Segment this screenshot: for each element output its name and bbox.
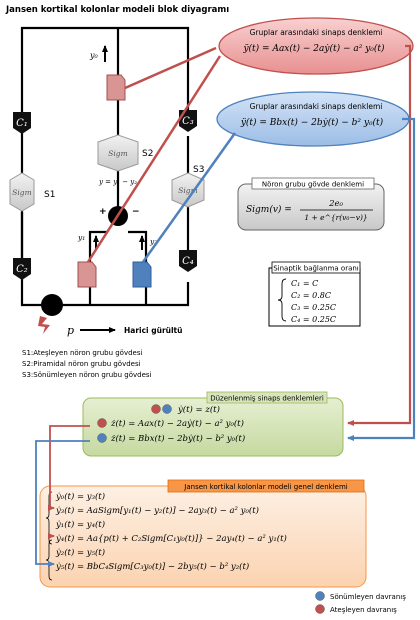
connector-blue-ellipse-to-green [347,117,416,441]
sigm-numerator: 2e₀ [328,199,343,209]
c4-label: C₄ [182,256,194,267]
lightning-icon [38,316,50,334]
external-noise-label: Harici gürültü [124,326,182,335]
red-synapse-ellipse: Gruplar arasındaki sinaps denklemi ÿ(t) … [218,17,414,75]
legend-s1: S1:Ateşleyen nöron grubu gövdesi [22,349,142,357]
y2-label: y₂ [149,237,157,246]
p-label: p [67,324,74,337]
link-red-top [124,46,217,90]
orange-eq6: ẏ₅(t) = BbC₄Sigm[C₃y₀(t)] − 2by₅(t) − b²… [55,561,249,572]
sigm-s3-label: Sigm [178,186,197,195]
synaptic-box-title: Sinaptik bağlanma oranı [273,265,359,273]
c1-label: C₁ [16,118,28,129]
connector-green-to-orange-blue [35,440,90,567]
red-ellipse-equation: ÿ(t) = Aax(t) − 2aẏ(t) − a² y₀(t) [242,43,385,54]
blue-dot [97,433,107,443]
synaptic-rate-box: Sinaptik bağlanma oranı C₁ = C C₂ = 0.8C… [268,261,361,327]
green-box-title: Düzenlenmiş sinaps denklemleri [210,395,324,403]
sigm-s2: Sigm [97,134,139,172]
c3-badge: C₃ [179,110,197,132]
c2-label: C₂ [16,264,28,275]
c3-label: C₃ [182,116,194,127]
input-node [41,294,63,316]
c2-badge: C₂ [13,258,31,280]
sigm-s1-label: Sigm [12,188,31,197]
y-sum-label: y = y₁ − y₂ [98,178,137,186]
orange-eq5: ẏ₂(t) = y₅(t) [55,547,105,558]
s3-label: S3 [193,165,204,175]
green-eq3: ż(t) = Bbx(t) − 2bẏ(t) − b² y₀(t) [110,433,245,444]
legend-red-dot [315,604,325,614]
orange-eq1: ẏ₀(t) = y₃(t) [55,491,105,502]
orange-general-box: Jansen kortikal kolonlar modeli genel de… [39,479,367,588]
y1-label: y₁ [77,233,85,242]
c1-rate: C₁ = C [291,279,318,288]
sigm-lhs: Sigm(v) = [246,204,292,215]
circuit-wires [20,26,190,307]
synapse-right-blue [132,261,152,288]
c3-rate: C₃ = 0.25C [291,303,336,312]
sigm-s1: Sigm [9,172,35,212]
red-dot [151,404,161,414]
blue-ellipse-equation: ÿ(t) = Bbx(t) − 2bẏ(t) − b² y₀(t) [240,117,384,128]
synapse-top-red [106,74,126,101]
orange-eq2: ẏ₃(t) = AaSigm[y₁(t) − y₂(t)] − 2ay₃(t) … [55,505,259,516]
neuron-equation-box: Nöron grubu gövde denklemi Sigm(v) = 2e₀… [237,177,385,231]
connector-red-ellipse-to-green [347,44,412,426]
neuron-box-title: Nöron grubu gövde denklemi [262,181,364,189]
c2-rate: C₂ = 0.8C [291,291,331,300]
minus-sign: − [132,207,140,217]
green-eq2: ż(t) = Aax(t) − 2aẏ(t) − a² y₀(t) [110,418,244,429]
link-blue-right [141,132,237,263]
red-ellipse-title: Gruplar arasındaki sinaps denklemi [250,28,383,37]
blue-synapse-ellipse: Gruplar arasındaki sinaps denklemi ÿ(t) … [216,91,410,147]
sigm-s3: Sigm [171,172,205,208]
legend-s3: S3:Sönümleyen nöron grubu gövdesi [22,371,152,379]
c1-badge: C₁ [13,112,31,134]
connector-green-to-orange-red1 [48,425,90,511]
c4-badge: C₄ [179,250,197,272]
sigm-s2-label: Sigm [108,149,127,158]
orange-eq4: ẏ₄(t) = Aa{p(t) + C₂Sigm[C₁y₀(t)]} − 2ay… [55,533,287,544]
synapse-left-red [77,261,97,288]
orange-box-title: Jansen kortikal kolonlar modeli genel de… [183,483,347,491]
s2-label: S2 [142,149,153,159]
legend-blue-label: Sönümleyen davranış [330,593,406,601]
s1-label: S1 [44,190,55,200]
y0-label: y₀ [89,51,99,60]
blue-dot [162,404,172,414]
legend-blue-dot [315,591,325,601]
green-eq1: ẏ(t) = z(t) [177,404,220,415]
legend-red-label: Ateşleyen davranış [330,606,397,614]
blue-ellipse-title: Gruplar arasındaki sinaps denklemi [250,102,383,111]
legend-s2: S2:Piramidal nöron grubu gövdesi [22,360,141,368]
red-dot [97,418,107,428]
link-red-left [86,55,222,263]
diagram-title: Jansen kortikal kolonlar modeli blok diy… [5,5,229,15]
plus-sign: + [99,207,107,217]
sigm-denominator: 1 + e^{r(v₀−v)} [304,213,367,222]
c4-rate: C₄ = 0.25C [291,315,336,324]
green-equations-box: Düzenlenmiş sinaps denklemleri ẏ(t) = z(… [82,391,344,457]
orange-eq3: ẏ₁(t) = y₄(t) [55,519,105,530]
